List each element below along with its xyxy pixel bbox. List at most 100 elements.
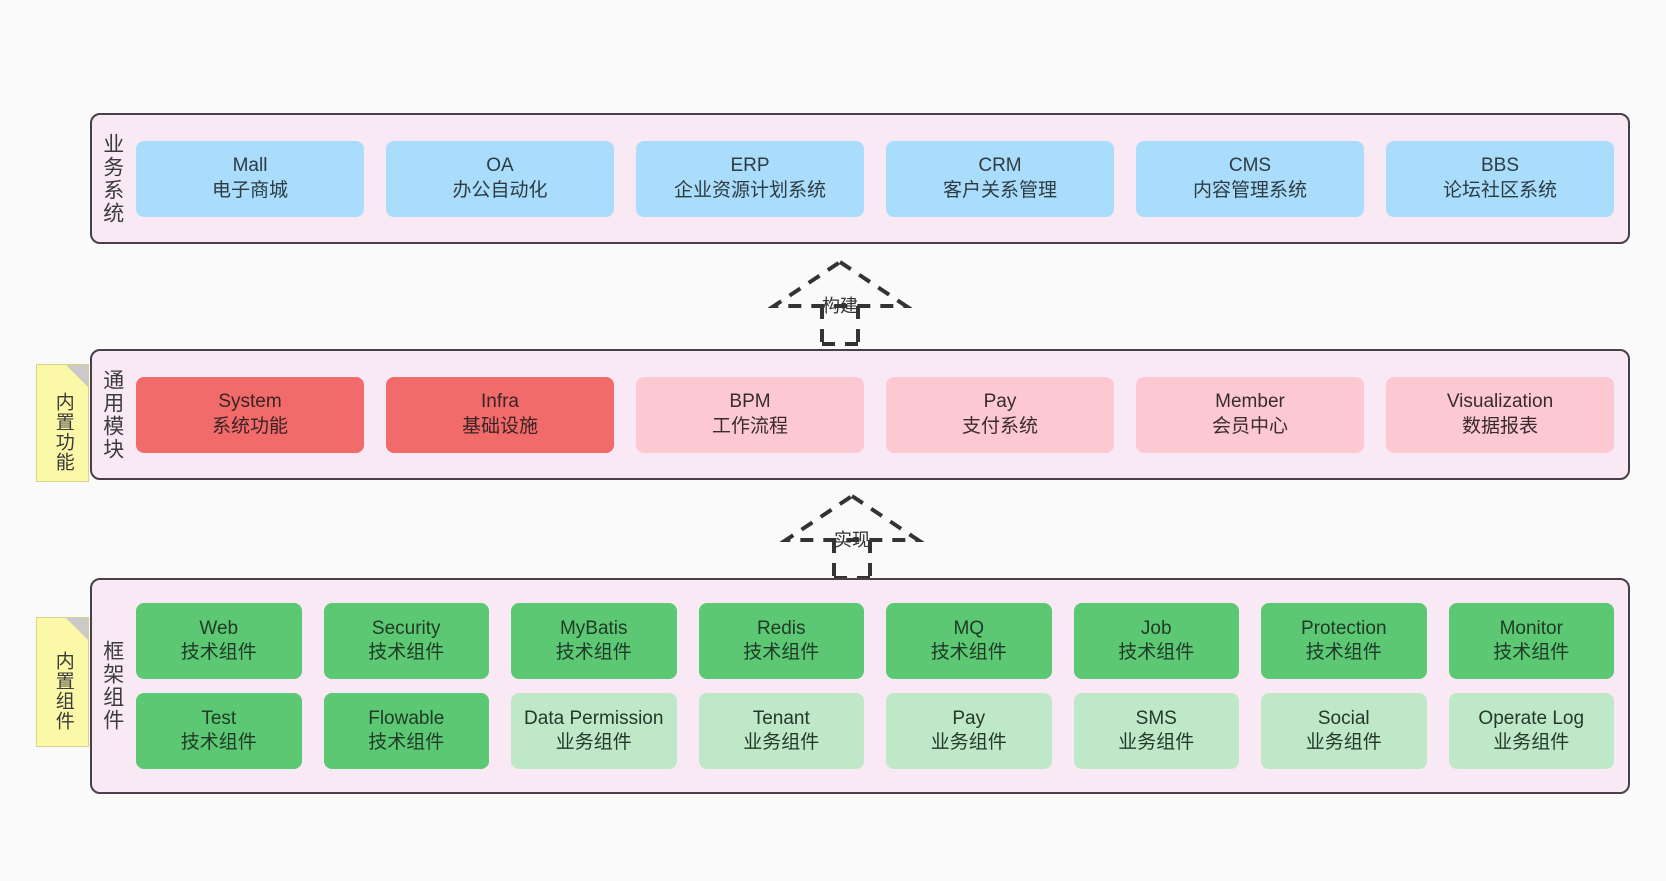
arrow-label-build: 构建 bbox=[822, 296, 858, 316]
module-subtitle: 支付系统 bbox=[961, 415, 1038, 437]
module-card-test[interactable]: Test 技术组件 bbox=[136, 693, 302, 769]
module-subtitle: 业务组件 bbox=[743, 732, 820, 753]
module-subtitle: 客户关系管理 bbox=[942, 179, 1057, 201]
module-card-system[interactable]: System 系统功能 bbox=[136, 376, 364, 453]
row: Test 技术组件 Flowable 技术组件 Data Permission … bbox=[136, 693, 1614, 769]
module-name: Web bbox=[199, 617, 239, 639]
layer-framework-component: 框架组件 Web 技术组件 Security 技术组件 MyBatis 技术组件… bbox=[90, 578, 1630, 794]
module-name: Security bbox=[371, 617, 441, 639]
module-subtitle: 数据报表 bbox=[1461, 415, 1538, 437]
layer-body-common-module: System 系统功能 Infra 基础设施 BPM 工作流程 Pay 支付系统… bbox=[132, 351, 1628, 478]
module-name: Operate Log bbox=[1478, 707, 1585, 729]
module-subtitle: 论坛社区系统 bbox=[1442, 179, 1557, 201]
module-subtitle: 业务组件 bbox=[1493, 732, 1570, 753]
layer-title-common-module: 通用模块 bbox=[100, 368, 124, 461]
module-subtitle: 基础设施 bbox=[461, 415, 538, 437]
realization-arrow-build: 构建 bbox=[760, 258, 920, 346]
module-card-mq[interactable]: MQ 技术组件 bbox=[886, 603, 1052, 679]
module-card-oa[interactable]: OA 办公自动化 bbox=[386, 140, 614, 217]
layer-body-framework-component: Web 技术组件 Security 技术组件 MyBatis 技术组件 Redi… bbox=[132, 580, 1628, 792]
module-card-social[interactable]: Social 业务组件 bbox=[1261, 693, 1427, 769]
realization-arrow-implement: 实现 bbox=[772, 492, 932, 580]
module-subtitle: 技术组件 bbox=[1493, 642, 1570, 663]
module-name: SMS bbox=[1135, 707, 1177, 729]
module-card-protection[interactable]: Protection 技术组件 bbox=[1261, 603, 1427, 679]
module-card-flowable[interactable]: Flowable 技术组件 bbox=[323, 693, 489, 769]
module-subtitle: 业务组件 bbox=[930, 732, 1007, 753]
module-card-job[interactable]: Job 技术组件 bbox=[1073, 603, 1239, 679]
module-card-visualization[interactable]: Visualization 数据报表 bbox=[1386, 376, 1614, 453]
folded-corner-icon bbox=[66, 365, 88, 387]
module-card-pay[interactable]: Pay 支付系统 bbox=[886, 376, 1114, 453]
module-card-pay-business[interactable]: Pay 业务组件 bbox=[886, 693, 1052, 769]
module-card-mybatis[interactable]: MyBatis 技术组件 bbox=[511, 603, 677, 679]
module-card-mall[interactable]: Mall 电子商城 bbox=[136, 140, 364, 217]
module-subtitle: 办公自动化 bbox=[452, 179, 548, 201]
arrow-head-triangle bbox=[767, 259, 913, 308]
module-card-crm[interactable]: CRM 客户关系管理 bbox=[886, 140, 1114, 217]
module-name: Mall bbox=[232, 155, 268, 177]
module-name: CMS bbox=[1228, 155, 1272, 177]
module-card-data-permission[interactable]: Data Permission 业务组件 bbox=[511, 693, 677, 769]
module-subtitle: 工作流程 bbox=[711, 415, 788, 437]
layer-business-system: 业务系统 Mall 电子商城 OA 办公自动化 ERP 企业资源计划系统 CRM… bbox=[90, 113, 1630, 244]
module-subtitle: 技术组件 bbox=[930, 642, 1007, 663]
module-card-bbs[interactable]: BBS 论坛社区系统 bbox=[1386, 140, 1614, 217]
arrow-head-triangle bbox=[779, 493, 925, 542]
module-card-member[interactable]: Member 会员中心 bbox=[1136, 376, 1364, 453]
module-card-erp[interactable]: ERP 企业资源计划系统 bbox=[636, 140, 864, 217]
module-subtitle: 系统功能 bbox=[211, 415, 288, 437]
module-name: Tenant bbox=[752, 707, 810, 729]
module-card-redis[interactable]: Redis 技术组件 bbox=[698, 603, 864, 679]
module-name: Flowable bbox=[368, 707, 445, 729]
module-name: ERP bbox=[730, 155, 770, 177]
module-card-security[interactable]: Security 技术组件 bbox=[323, 603, 489, 679]
module-card-operate-log[interactable]: Operate Log 业务组件 bbox=[1448, 693, 1614, 769]
module-subtitle: 技术组件 bbox=[368, 642, 445, 663]
module-name: Data Permission bbox=[524, 707, 664, 729]
module-name: Infra bbox=[480, 391, 520, 413]
module-card-tenant[interactable]: Tenant 业务组件 bbox=[698, 693, 864, 769]
module-subtitle: 业务组件 bbox=[1118, 732, 1195, 753]
module-name: Pay bbox=[952, 707, 986, 729]
module-name: System bbox=[218, 391, 282, 413]
module-subtitle: 技术组件 bbox=[555, 642, 632, 663]
module-card-web[interactable]: Web 技术组件 bbox=[136, 603, 302, 679]
module-name: BPM bbox=[729, 391, 771, 413]
folded-corner-icon bbox=[66, 618, 88, 640]
module-name: Job bbox=[1140, 617, 1172, 639]
row: System 系统功能 Infra 基础设施 BPM 工作流程 Pay 支付系统… bbox=[136, 376, 1614, 453]
module-subtitle: 会员中心 bbox=[1211, 415, 1288, 437]
module-name: Monitor bbox=[1499, 617, 1563, 639]
module-name: Redis bbox=[756, 617, 806, 639]
module-name: Pay bbox=[983, 391, 1017, 413]
row: Mall 电子商城 OA 办公自动化 ERP 企业资源计划系统 CRM 客户关系… bbox=[136, 140, 1614, 217]
module-subtitle: 技术组件 bbox=[1118, 642, 1195, 663]
module-subtitle: 内容管理系统 bbox=[1192, 179, 1307, 201]
module-name: Social bbox=[1317, 707, 1370, 729]
layer-title-framework-component: 框架组件 bbox=[100, 640, 124, 732]
module-name: OA bbox=[486, 155, 514, 177]
module-subtitle: 电子商城 bbox=[211, 179, 288, 201]
module-name: Visualization bbox=[1446, 391, 1554, 413]
module-card-sms[interactable]: SMS 业务组件 bbox=[1073, 693, 1239, 769]
module-name: Member bbox=[1215, 391, 1285, 413]
module-subtitle: 技术组件 bbox=[743, 642, 820, 663]
module-name: MQ bbox=[953, 617, 985, 639]
module-subtitle: 企业资源计划系统 bbox=[673, 179, 826, 201]
module-name: CRM bbox=[978, 155, 1022, 177]
layer-title-business-system: 业务系统 bbox=[100, 132, 124, 225]
module-subtitle: 技术组件 bbox=[368, 732, 445, 753]
sticky-note-builtin-component: 内置组件 bbox=[36, 617, 89, 747]
module-subtitle: 技术组件 bbox=[180, 642, 257, 663]
module-card-monitor[interactable]: Monitor 技术组件 bbox=[1448, 603, 1614, 679]
module-card-cms[interactable]: CMS 内容管理系统 bbox=[1136, 140, 1364, 217]
module-card-infra[interactable]: Infra 基础设施 bbox=[386, 376, 614, 453]
module-card-bpm[interactable]: BPM 工作流程 bbox=[636, 376, 864, 453]
layer-common-module: 通用模块 System 系统功能 Infra 基础设施 BPM 工作流程 Pay… bbox=[90, 349, 1630, 480]
layer-body-business-system: Mall 电子商城 OA 办公自动化 ERP 企业资源计划系统 CRM 客户关系… bbox=[132, 115, 1628, 242]
sticky-note-builtin-function: 内置功能 bbox=[36, 364, 89, 482]
module-name: BBS bbox=[1480, 155, 1520, 177]
module-subtitle: 业务组件 bbox=[1305, 732, 1382, 753]
